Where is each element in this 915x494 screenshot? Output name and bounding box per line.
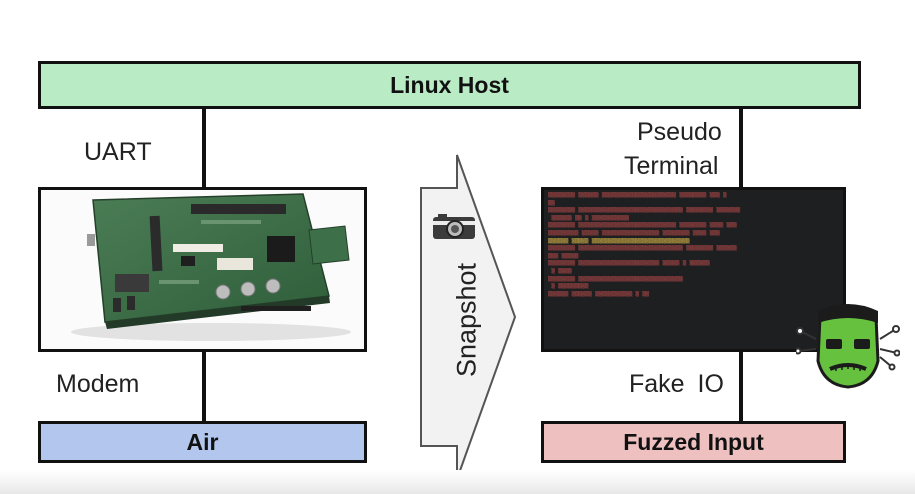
terminal-text-line: ▒▒▒▒▒▒▒▒ ▒▒▒▒▒▒▒▒▒▒▒▒▒▒▒▒▒▒▒▒▒▒▒▒▒▒▒▒▒▒▒ xyxy=(548,275,683,282)
camera-icon xyxy=(433,214,475,239)
terminal-text-line: ▒▒▒▒▒▒▒▒ ▒▒▒▒▒▒▒▒▒▒▒▒▒▒▒▒▒▒▒▒▒▒▒▒▒▒▒▒▒▒▒… xyxy=(548,245,737,252)
modem-label: Modem xyxy=(56,370,140,398)
fake-io-label: Fake IO xyxy=(629,370,724,398)
uart-connector-line xyxy=(202,109,206,187)
pseudo-label: Pseudo xyxy=(637,118,722,146)
terminal-text-line: ▒▒▒▒▒▒ ▒▒▒▒▒ ▒▒▒▒▒▒▒▒▒▒▒▒▒▒▒▒▒▒▒▒▒▒▒▒▒▒▒… xyxy=(548,237,690,244)
air-box: Air xyxy=(38,421,367,463)
dev-board-illustration xyxy=(41,190,364,349)
uart-label: UART xyxy=(84,138,152,166)
linux-host-box: Linux Host xyxy=(38,61,861,109)
terminal-text-line: ▒▒▒▒▒▒ ▒▒ ▒ ▒▒▒▒▒▒▒▒▒▒▒ xyxy=(548,214,629,221)
modem-connector-line xyxy=(202,352,206,421)
dev-board-image xyxy=(38,187,367,352)
terminal-text-line: ▒▒▒▒▒▒▒▒ ▒▒▒▒▒▒▒▒▒▒▒▒▒▒▒▒▒▒▒▒▒▒▒▒ ▒▒▒▒▒ … xyxy=(548,260,710,267)
air-label: Air xyxy=(186,428,219,455)
terminal-label: Terminal xyxy=(624,152,719,180)
terminal-text-line: ▒▒ xyxy=(548,199,555,206)
fuzzed-input-box: Fuzzed Input xyxy=(541,421,846,463)
terminal-text-line: ▒▒▒▒▒▒▒▒ ▒▒▒▒▒▒ ▒▒▒▒▒▒▒▒▒▒▒▒▒▒▒▒▒▒▒▒▒▒ ▒… xyxy=(548,192,727,198)
terminal-text-line: ▒▒▒ ▒▒▒▒▒ xyxy=(548,252,579,259)
fake-io-connector-line xyxy=(739,352,743,421)
fuzzed-input-label: Fuzzed Input xyxy=(623,428,764,455)
terminal-text-line: ▒ ▒▒▒▒▒▒▒▒▒ xyxy=(548,283,589,290)
frankenstein-monster-icon xyxy=(796,304,900,389)
terminal-text-line: ▒▒▒▒▒▒▒▒▒ ▒▒▒▒▒ ▒▒▒▒▒▒▒▒▒▒▒▒▒▒▒▒▒ ▒▒▒▒▒▒… xyxy=(548,229,720,236)
bottom-shade xyxy=(0,470,915,494)
terminal-text-line: ▒▒▒▒▒▒ ▒▒▒▒▒▒ ▒▒▒▒▒▒▒▒▒▒▒ ▒ ▒▒ xyxy=(548,290,650,297)
terminal-text-line: ▒▒▒▒▒▒▒▒ ▒▒▒▒▒▒▒▒▒▒▒▒▒▒▒▒▒▒▒▒▒▒▒▒▒▒▒▒▒ ▒… xyxy=(548,222,737,229)
terminal-text-line: ▒ ▒▒▒▒ xyxy=(548,267,572,274)
pseudo-terminal-connector-line xyxy=(739,109,743,187)
snapshot-label: Snapshot xyxy=(451,262,482,378)
terminal-text-line: ▒▒▒▒▒▒▒▒ ▒▒▒▒▒▒▒▒▒▒▒▒▒▒▒▒▒▒▒▒▒▒▒▒▒▒▒▒▒▒▒… xyxy=(548,207,740,214)
linux-host-label: Linux Host xyxy=(390,71,509,98)
terminal-screenshot: ▒▒▒▒▒▒▒▒ ▒▒▒▒▒▒ ▒▒▒▒▒▒▒▒▒▒▒▒▒▒▒▒▒▒▒▒▒▒ ▒… xyxy=(541,187,846,352)
